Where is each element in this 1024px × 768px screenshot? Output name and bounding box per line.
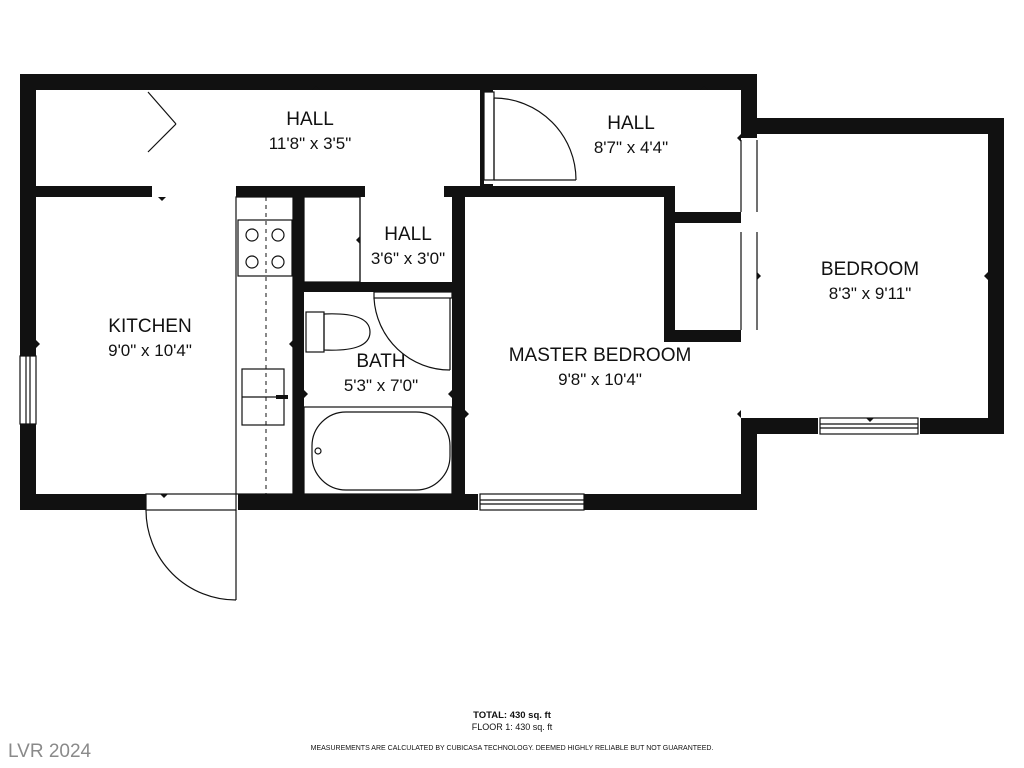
closet bbox=[303, 196, 361, 283]
hall-small-dims: 3'6" x 3'0" bbox=[371, 249, 445, 268]
hall-right-name: HALL bbox=[607, 113, 655, 134]
toilet bbox=[305, 311, 371, 353]
hall-small-name: HALL bbox=[384, 224, 432, 245]
total-area: TOTAL: 430 sq. ft bbox=[473, 710, 552, 721]
doors bbox=[145, 91, 758, 601]
kitchen-dims: 9'0" x 10'4" bbox=[108, 341, 192, 360]
hall-right-dims: 8'7" x 4'4" bbox=[594, 138, 668, 157]
bathtub bbox=[303, 406, 453, 495]
bath-dims: 5'3" x 7'0" bbox=[344, 376, 418, 395]
floor-area: FLOOR 1: 430 sq. ft bbox=[472, 722, 553, 732]
bedroom-name: BEDROOM bbox=[821, 259, 919, 280]
stove bbox=[237, 219, 293, 277]
disclaimer: MEASUREMENTS ARE CALCULATED BY CUBICASA … bbox=[311, 745, 714, 752]
hall-top-name: HALL bbox=[286, 109, 334, 130]
bath-name: BATH bbox=[356, 351, 405, 372]
watermark: LVR 2024 bbox=[8, 741, 92, 762]
windows bbox=[16, 355, 920, 514]
measurement-arrows bbox=[36, 86, 988, 498]
master-bedroom-dims: 9'8" x 10'4" bbox=[558, 370, 642, 389]
interior-walls bbox=[36, 84, 741, 494]
hall-top-dims: 11'8" x 3'5" bbox=[269, 134, 352, 153]
kitchen-sink bbox=[241, 368, 288, 426]
master-bedroom-name: MASTER BEDROOM bbox=[509, 345, 692, 366]
room-labels: HALL 11'8" x 3'5" HALL 8'7" x 4'4" HALL … bbox=[108, 109, 919, 395]
bedroom-dims: 8'3" x 9'11" bbox=[829, 284, 912, 303]
kitchen-name: KITCHEN bbox=[108, 316, 191, 337]
kitchen-counter bbox=[235, 196, 294, 495]
footer: TOTAL: 430 sq. ft FLOOR 1: 430 sq. ft ME… bbox=[311, 710, 714, 752]
